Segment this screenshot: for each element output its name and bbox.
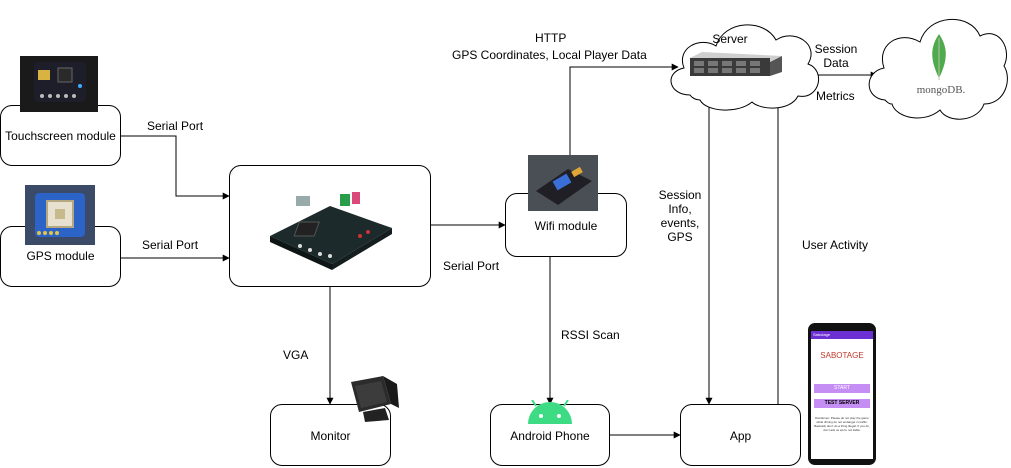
edge-label-session-info-line-1: Session — [658, 188, 702, 202]
android-logo-icon — [528, 400, 572, 424]
touchscreen-module-image — [20, 56, 98, 112]
wifi-module-image — [528, 155, 598, 211]
edge-label-session-data: Session Data — [810, 42, 862, 70]
monitor-label: Monitor — [310, 429, 351, 443]
phone-start-button: START — [814, 384, 870, 393]
app-box: App — [680, 404, 801, 466]
edge-label-rssi-scan: RSSI Scan — [561, 328, 620, 342]
edge-label-serial-port-3: Serial Port — [443, 259, 500, 273]
edge-label-http: HTTP — [535, 31, 567, 45]
gps-module-label: GPS module — [26, 249, 95, 263]
server-rack-icon — [690, 52, 782, 76]
android-phone-label: Android Phone — [510, 429, 590, 443]
edge-label-vga: VGA — [283, 348, 309, 362]
phone-app-bar: Sabotage — [811, 331, 873, 339]
monitor-image — [345, 374, 401, 424]
phone-title: SABOTAGE — [820, 351, 864, 360]
server-label: Server — [712, 32, 748, 46]
app-label: App — [729, 429, 752, 443]
app-phone-image: Sabotage SABOTAGE START TEST SERVER Disc… — [808, 323, 876, 465]
edge-label-serial-port-2: Serial Port — [142, 238, 199, 252]
fpga-board-image — [270, 192, 392, 270]
gps-module-image — [25, 185, 95, 245]
edge-label-session-info-line-2: Info, — [668, 202, 692, 216]
mongodb-wordmark: mongoDB. — [916, 84, 966, 96]
edge-label-session-info: Session Info, events, GPS — [652, 188, 708, 244]
edge-wifi-server — [569, 63, 679, 193]
touchscreen-module-label: Touchscreen module — [5, 129, 116, 143]
edge-label-session-info-line-3: events, — [660, 216, 700, 230]
edge-label-serial-port-1: Serial Port — [147, 119, 204, 133]
phone-test-server-button: TEST SERVER — [814, 399, 870, 408]
wifi-module-label: Wifi module — [534, 219, 598, 233]
edge-label-user-activity: User Activity — [802, 238, 869, 252]
mongodb-leaf-icon — [932, 34, 946, 80]
fpga-board-box — [229, 165, 431, 287]
phone-disclaimer: Disclaimer: Please do not play the game … — [814, 416, 870, 432]
edge-label-session-data-line-2: Data — [823, 56, 849, 70]
edge-label-gps-coordinates: GPS Coordinates, Local Player Data — [452, 48, 647, 62]
touchscreen-module-box: Touchscreen module — [0, 105, 121, 166]
edge-label-session-info-line-4: GPS — [667, 230, 693, 244]
edge-touchscreen-fpga — [121, 135, 230, 200]
edge-label-metrics: Metrics — [816, 89, 855, 103]
edge-label-session-data-line-1: Session — [814, 42, 858, 56]
